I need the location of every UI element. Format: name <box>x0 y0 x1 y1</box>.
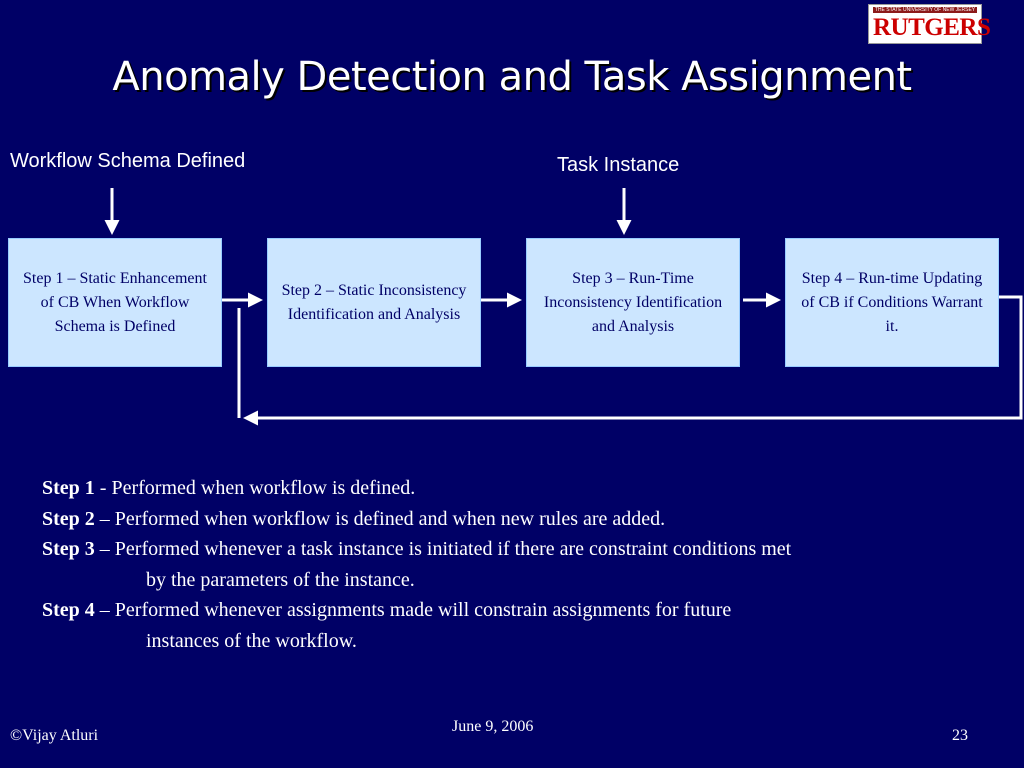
step-2-box: Step 2 – Static Inconsistency Identifica… <box>267 238 481 367</box>
step-4-label: Step 4 – Run-time Updating of CB if Cond… <box>801 269 983 335</box>
step-1-box: Step 1 – Static Enhancement of CB When W… <box>8 238 222 367</box>
footer-author: ©Vijay Atluri <box>10 727 99 744</box>
step-3-label: Step 3 – Run-Time Inconsistency Identifi… <box>543 269 723 335</box>
note-step-3: Step 3 – Performed whenever a task insta… <box>42 538 792 560</box>
workflow-schema-label: Workflow Schema Defined <box>10 150 246 172</box>
footer-page-number: 23 <box>952 727 968 744</box>
note-step-1: Step 1 - Performed when workflow is defi… <box>42 477 416 499</box>
feedback-loop-arrow <box>243 295 1023 426</box>
logo-name: RUTGERS <box>873 14 991 41</box>
step-1-label: Step 1 – Static Enhancement of CB When W… <box>23 269 207 335</box>
step-2-label: Step 2 – Static Inconsistency Identifica… <box>281 281 467 323</box>
task-instance-label: Task Instance <box>557 154 680 176</box>
rutgers-logo: THE STATE UNIVERSITY OF NEW JERSEY RUTGE… <box>868 4 991 44</box>
note-step-4-continued: instances of the workflow. <box>146 629 357 652</box>
step-notes: Step 1 - Performed when workflow is defi… <box>42 473 1012 656</box>
logo-top-text: THE STATE UNIVERSITY OF NEW JERSEY <box>873 7 977 13</box>
step-3-box: Step 3 – Run-Time Inconsistency Identifi… <box>526 238 740 367</box>
slide-title: Anomaly Detection and Task Assignment <box>112 54 912 100</box>
step-4-box: Step 4 – Run-time Updating of CB if Cond… <box>785 238 999 367</box>
note-step-2: Step 2 – Performed when workflow is defi… <box>42 507 666 530</box>
footer-date: June 9, 2006 <box>452 718 534 735</box>
note-step-3-continued: by the parameters of the instance. <box>146 568 415 591</box>
note-step-4: Step 4 – Performed whenever assignments … <box>42 599 732 621</box>
